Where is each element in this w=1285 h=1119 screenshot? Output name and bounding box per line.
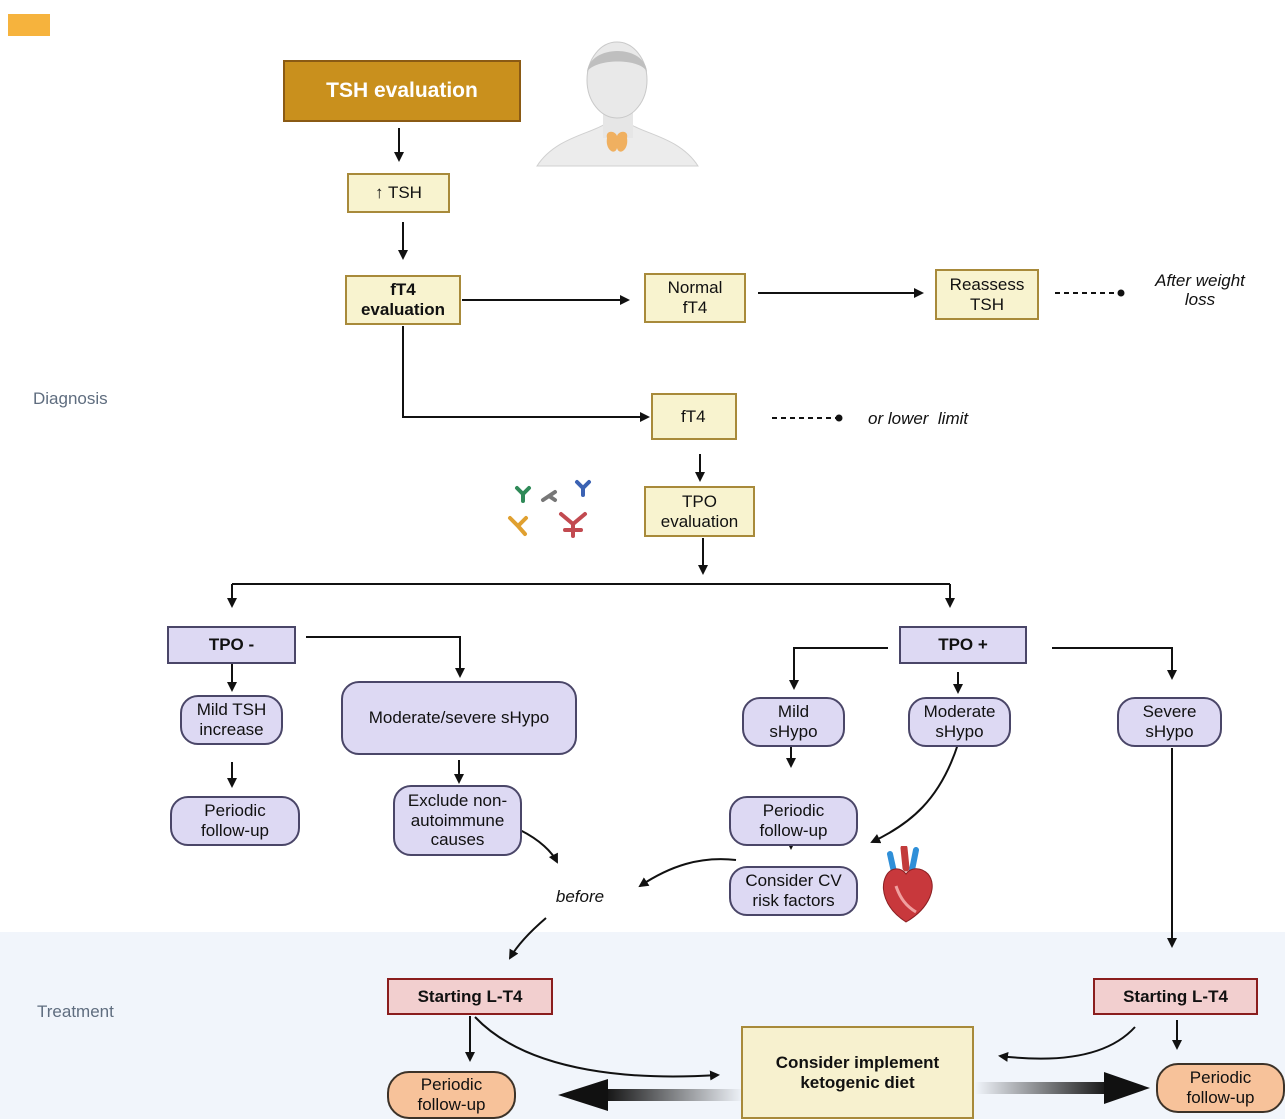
ketogenic-diet-box: Consider implement ketogenic diet xyxy=(741,1026,974,1119)
exclude-causes-box: Exclude non- autoimmune causes xyxy=(393,785,522,856)
reassess-tsh-line1: Reassess xyxy=(949,274,1025,294)
starting-lt4-right-box: Starting L-T4 xyxy=(1093,978,1258,1015)
reassess-tsh-box: Reassess TSH xyxy=(935,269,1039,320)
arrow-to-mild-shypo xyxy=(789,647,888,690)
tpo-positive-box: TPO + xyxy=(899,626,1027,664)
ft4-evaluation-line2: evaluation xyxy=(360,300,446,319)
thick-arrow-keto-to-right xyxy=(975,1072,1150,1104)
periodic-followup-bottom-right-line2: follow-up xyxy=(1186,1088,1255,1107)
ft4-low-label: fT4 xyxy=(681,406,706,426)
high-tsh-box: ↑ TSH xyxy=(347,173,450,213)
corner-tag xyxy=(8,14,50,36)
arrow-lt4-to-keto xyxy=(474,1016,720,1081)
arrow-moderate-to-followup xyxy=(870,743,959,844)
tpo-negative-box: TPO - xyxy=(167,626,296,664)
moderate-shypo-line1: Moderate xyxy=(923,702,996,722)
treatment-section-label: Treatment xyxy=(37,1002,114,1021)
arrow-lt4-right-to-keto xyxy=(998,1026,1136,1062)
periodic-followup-left-line2: follow-up xyxy=(200,821,270,840)
normal-ft4-line1: Normal xyxy=(667,278,723,298)
tpo-evaluation-box: TPO evaluation xyxy=(644,486,755,537)
tpo-evaluation-line1: TPO xyxy=(682,491,717,511)
consider-cv-line1: Consider CV xyxy=(745,871,842,891)
periodic-followup-bottom-left-box: Periodic follow-up xyxy=(387,1071,516,1119)
periodic-followup-left-line1: Periodic xyxy=(204,801,266,821)
arrow-exclude-to-before xyxy=(519,829,558,864)
starting-lt4-left-box: Starting L-T4 xyxy=(387,978,553,1015)
arrow-to-moderate-severe xyxy=(306,636,465,678)
consider-cv-line2: risk factors xyxy=(752,891,835,910)
dot-after-weight-loss xyxy=(1117,289,1125,297)
severe-shypo-line2: sHypo xyxy=(1145,722,1194,741)
normal-ft4-line2: fT4 xyxy=(682,298,708,317)
periodic-followup-mid-box: Periodic follow-up xyxy=(729,796,858,846)
tsh-evaluation-box: TSH evaluation xyxy=(283,60,521,122)
ketogenic-diet-line1: Consider implement xyxy=(775,1052,940,1072)
after-weight-loss-line1: After weight xyxy=(1155,271,1245,290)
moderate-severe-shypo-box: Moderate/severe sHypo xyxy=(341,681,577,755)
thick-arrow-keto-to-left xyxy=(558,1079,744,1111)
mild-tsh-line1: Mild TSH xyxy=(196,700,267,720)
exclude-causes-line3: causes xyxy=(430,830,485,850)
exclude-causes-line1: Exclude non- xyxy=(407,791,508,811)
dot-lower-limit xyxy=(835,414,843,422)
mild-tsh-increase-box: Mild TSH increase xyxy=(180,695,283,745)
mild-shypo-line1: Mild xyxy=(777,702,810,722)
reassess-tsh-line2: TSH xyxy=(970,294,1004,314)
antibodies-icon xyxy=(505,474,605,544)
tpo-evaluation-line2: evaluation xyxy=(660,511,739,531)
mild-shypo-box: Mild sHypo xyxy=(742,697,845,747)
arrow-before-to-lt4 xyxy=(509,917,547,960)
periodic-followup-mid-line2: follow-up xyxy=(759,821,828,840)
after-weight-loss-note: After weight loss xyxy=(1140,271,1260,309)
after-weight-loss-line2: loss xyxy=(1184,289,1216,309)
periodic-followup-left-box: Periodic follow-up xyxy=(170,796,300,846)
arrow-to-severe-shypo xyxy=(1052,647,1177,680)
human-head-thyroid-icon xyxy=(535,38,700,168)
ft4-evaluation-box: fT4 evaluation xyxy=(345,275,461,325)
mild-shypo-line2: sHypo xyxy=(769,722,818,741)
arrow-to-ft4-low xyxy=(402,326,650,422)
exclude-causes-line2: autoimmune xyxy=(410,810,505,830)
consider-cv-box: Consider CV risk factors xyxy=(729,866,858,916)
arrow-cv-to-before xyxy=(638,858,737,888)
moderate-shypo-box: Moderate sHypo xyxy=(908,697,1011,747)
before-note: before xyxy=(555,887,605,906)
periodic-followup-bottom-left-line1: Periodic xyxy=(420,1075,483,1095)
lower-limit-note: or lower limit xyxy=(868,409,969,428)
periodic-followup-bottom-right-box: Periodic follow-up xyxy=(1156,1063,1285,1113)
normal-ft4-box: Normal fT4 xyxy=(644,273,746,323)
periodic-followup-mid-line1: Periodic xyxy=(762,801,825,821)
ft4-evaluation-line1: fT4 xyxy=(390,280,416,300)
periodic-followup-bottom-right-line1: Periodic xyxy=(1189,1068,1252,1088)
mild-tsh-line2: increase xyxy=(199,720,264,739)
severe-shypo-box: Severe sHypo xyxy=(1117,697,1222,747)
moderate-shypo-line2: sHypo xyxy=(935,722,984,741)
ft4-low-box: fT4 xyxy=(651,393,737,440)
diagnosis-section-label: Diagnosis xyxy=(33,389,108,408)
periodic-followup-bottom-left-line2: follow-up xyxy=(417,1095,486,1114)
heart-icon xyxy=(876,844,940,924)
severe-shypo-line1: Severe xyxy=(1142,702,1197,722)
ketogenic-diet-line2: ketogenic diet xyxy=(800,1072,915,1092)
